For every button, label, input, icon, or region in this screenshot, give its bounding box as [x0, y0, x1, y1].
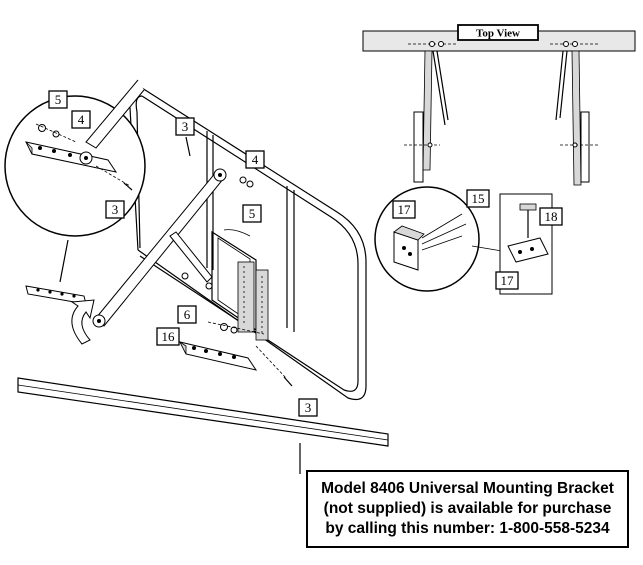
svg-text:4: 4: [78, 112, 85, 127]
brace-arms: [92, 168, 227, 328]
callout-4-detail: 4: [71, 110, 91, 129]
purchase-note: Model 8406 Universal Mounting Bracket (n…: [306, 470, 629, 548]
callout-18: 18: [539, 207, 563, 226]
callout-3-detail: 3: [105, 200, 125, 219]
top-view-label-box: [457, 24, 539, 41]
callout-5-mid: 5: [242, 204, 262, 223]
svg-text:6: 6: [184, 307, 191, 322]
purchase-note-line-1: Model 8406 Universal Mounting Bracket: [321, 480, 614, 497]
top-view-diagram: Top View: [362, 24, 636, 186]
callout-17-right: 17: [495, 271, 519, 290]
callout-3-top: 3: [175, 117, 195, 157]
callout-16: 16: [156, 327, 180, 346]
backboard-frame: [128, 86, 367, 401]
svg-text:17: 17: [501, 273, 515, 288]
callout-5-detail: 5: [48, 90, 68, 109]
svg-text:18: 18: [545, 209, 558, 224]
lower-mounting-bracket: [178, 321, 293, 387]
rotate-arrow-icon: [70, 299, 95, 345]
top-view-left-arm: [422, 50, 433, 171]
purchase-note-line-2: (not supplied) is available for purchase: [323, 500, 612, 517]
callout-3-bottom: 3: [298, 398, 318, 417]
svg-text:16: 16: [162, 329, 176, 344]
callout-4-mid: 4: [239, 150, 265, 188]
callout-6: 6: [177, 305, 197, 324]
svg-text:5: 5: [55, 92, 62, 107]
top-view-right-arm: [571, 50, 582, 186]
purchase-note-line-3: by calling this number: 1-800-558-5234: [325, 520, 610, 537]
callout-17-left: 17: [392, 200, 416, 219]
svg-text:3: 3: [182, 119, 189, 134]
loose-bracket: [25, 239, 87, 305]
svg-text:3: 3: [305, 400, 312, 415]
svg-text:4: 4: [252, 152, 259, 167]
svg-text:3: 3: [112, 202, 119, 217]
svg-text:17: 17: [398, 202, 412, 217]
svg-text:15: 15: [472, 191, 485, 206]
callout-15: 15: [466, 189, 490, 208]
svg-text:5: 5: [249, 206, 256, 221]
top-view-label: Top View: [476, 28, 520, 40]
floor-edge: [17, 377, 389, 474]
